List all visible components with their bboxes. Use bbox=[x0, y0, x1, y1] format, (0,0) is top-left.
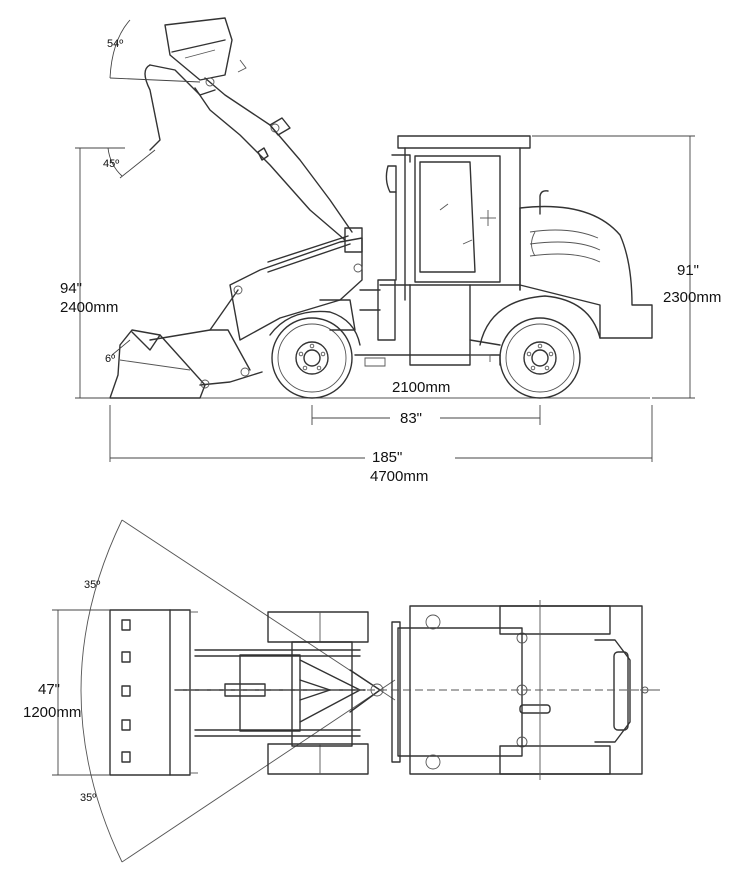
label-angle-54: 54º bbox=[107, 38, 123, 50]
label-wheelbase-in: 83" bbox=[400, 410, 422, 427]
top-cab bbox=[391, 614, 551, 770]
top-dimensions bbox=[52, 609, 110, 776]
label-cab-height-mm: 2300mm bbox=[663, 289, 721, 306]
operator-cab bbox=[385, 135, 531, 301]
label-wheelbase-mm: 2100mm bbox=[392, 379, 450, 396]
lowered-bucket bbox=[109, 285, 263, 399]
steering-sweep bbox=[80, 519, 396, 863]
label-length-mm: 4700mm bbox=[370, 468, 428, 485]
label-cab-height-in: 91" bbox=[677, 262, 699, 279]
label-width-in: 47" bbox=[38, 681, 60, 698]
top-loader-arms bbox=[174, 649, 384, 737]
rear-wheel bbox=[479, 295, 601, 399]
label-height-in: 94" bbox=[60, 280, 82, 297]
raised-boom-and-bucket bbox=[144, 17, 353, 241]
label-width-mm: 1200mm bbox=[23, 704, 81, 721]
loader-tower bbox=[229, 227, 363, 341]
chassis-frame bbox=[354, 279, 601, 367]
label-length-in: 185" bbox=[372, 449, 402, 466]
top-bucket bbox=[109, 609, 198, 776]
top-rear-body bbox=[409, 600, 660, 780]
side-view: 54º 45º 6º 94" 2400mm 91" 2300mm 2100mm … bbox=[60, 17, 721, 485]
engine-hood bbox=[519, 190, 653, 339]
label-height-mm: 2400mm bbox=[60, 299, 118, 316]
label-angle-6: 6º bbox=[105, 353, 115, 365]
label-steer-angle-top: 35º bbox=[84, 579, 100, 591]
label-steer-angle-bottom: 35º bbox=[80, 792, 96, 804]
top-front-axle bbox=[267, 611, 369, 775]
front-wheel bbox=[269, 310, 361, 399]
side-dimensions bbox=[75, 19, 695, 462]
label-angle-45: 45º bbox=[103, 158, 119, 170]
top-view: 35º 35º 47" 1200mm bbox=[23, 519, 660, 863]
